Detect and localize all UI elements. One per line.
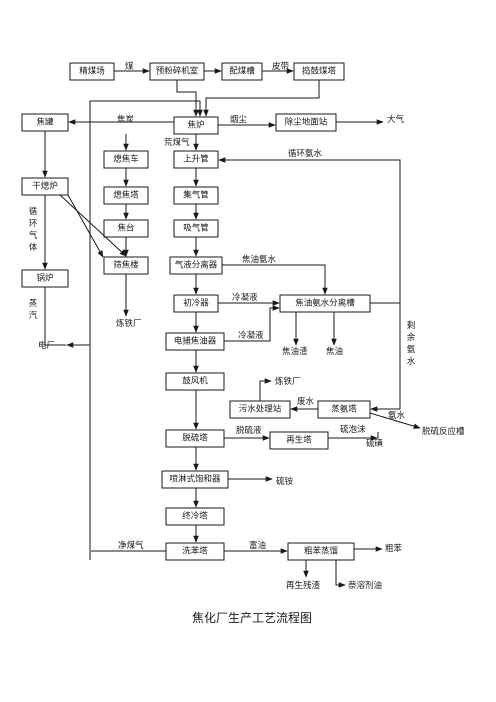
- label-huangmeiqi: 荒煤气: [164, 137, 190, 148]
- svg-text:洗苯塔: 洗苯塔: [182, 546, 208, 557]
- label-yanchen: 烟尘: [230, 114, 248, 125]
- node-jiaolu: 焦炉: [173, 116, 219, 135]
- label-lengningye2: 冷凝液: [238, 330, 264, 341]
- svg-text:气液分离器: 气液分离器: [175, 260, 218, 271]
- svg-text:鼓风机: 鼓风机: [182, 376, 208, 387]
- label-liuan: 硫铵: [276, 476, 294, 487]
- node-jingmeichang: 精煤场: [69, 62, 115, 81]
- label-daqi: 大气: [387, 114, 405, 125]
- node-jiaotai: 焦台: [103, 219, 149, 238]
- svg-text:干熄炉: 干熄炉: [32, 181, 58, 192]
- svg-text:污水处理站: 污水处理站: [239, 404, 282, 415]
- node-chuchen: 除尘地面站: [275, 113, 337, 132]
- node-guolu: 锅炉: [21, 269, 69, 288]
- node-penlin: 喷淋式饱和器: [161, 470, 229, 489]
- svg-text:喷淋式饱和器: 喷淋式饱和器: [169, 474, 221, 485]
- svg-text:焦罐: 焦罐: [36, 117, 54, 128]
- label-zheng: 蒸汽: [29, 298, 38, 321]
- node-jiqi: 集气管: [173, 186, 219, 205]
- svg-text:预粉碎机室: 预粉碎机室: [156, 66, 199, 77]
- svg-text:粗苯蒸馏: 粗苯蒸馏: [304, 546, 338, 557]
- node-ganxilu: 干熄炉: [21, 177, 69, 196]
- svg-text:再生塔: 再生塔: [286, 435, 312, 446]
- svg-text:焦炉: 焦炉: [187, 120, 204, 131]
- svg-text:上升管: 上升管: [183, 154, 209, 165]
- svg-text:蒸氨塔: 蒸氨塔: [331, 404, 357, 415]
- label-liantiechang1: 炼铁厂: [116, 318, 142, 329]
- label-dianchang: 电厂: [38, 340, 55, 351]
- svg-text:除尘地面站: 除尘地面站: [285, 117, 328, 128]
- svg-text:初冷器: 初冷器: [183, 298, 209, 309]
- node-wushui: 污水处理站: [229, 400, 291, 419]
- node-zhongleng: 终冷塔: [165, 507, 225, 526]
- node-shaijiaolou: 筛焦楼: [103, 256, 149, 275]
- svg-text:配煤槽: 配煤槽: [229, 66, 255, 77]
- label-rongji: 萘溶剂油: [348, 580, 382, 591]
- label-mei: 煤: [125, 61, 134, 72]
- svg-text:捣鼓煤塔: 捣鼓煤塔: [302, 66, 337, 77]
- label-cuben-out: 粗苯: [385, 543, 403, 554]
- label-canzha: 再生残渣: [286, 580, 321, 591]
- label-xunhuanqiti: 循环气体: [29, 206, 38, 253]
- node-jiaoguan: 焦罐: [21, 113, 69, 132]
- node-ximiche: 熄焦车: [103, 150, 149, 169]
- svg-text:电捕焦油器: 电捕焦油器: [174, 336, 217, 347]
- node-xiqi: 吸气管: [173, 219, 219, 238]
- diagram-title: 焦化厂生产工艺流程图: [192, 610, 312, 625]
- label-xunhuananshui: 循环氨水: [288, 148, 323, 159]
- label-liupaomo: 硫泡沫: [340, 424, 366, 435]
- node-zaisheng: 再生塔: [269, 431, 329, 450]
- node-qiyefenli: 气液分离器: [169, 256, 223, 275]
- node-cuben: 粗苯蒸馏: [287, 542, 355, 561]
- label-fuyou: 富油: [249, 540, 266, 551]
- label-pidai: 皮带: [272, 61, 290, 72]
- node-xijiaota: 熄焦塔: [103, 186, 149, 205]
- label-anshui: 氨水: [388, 410, 406, 421]
- svg-text:焦油氨水分离槽: 焦油氨水分离槽: [295, 298, 355, 309]
- svg-text:吸气管: 吸气管: [183, 223, 209, 234]
- svg-text:熄焦塔: 熄焦塔: [113, 190, 139, 201]
- node-daogu: 捣鼓煤塔: [293, 62, 345, 81]
- label-shengyuananshui: 剩余氨水: [407, 320, 416, 367]
- node-chuleng: 初冷器: [173, 294, 219, 313]
- node-tuoliu: 脱硫塔: [165, 429, 225, 448]
- svg-text:集气管: 集气管: [183, 190, 209, 201]
- label-jingmeiqi: 净煤气: [118, 540, 144, 551]
- svg-text:精煤场: 精煤场: [79, 66, 105, 77]
- svg-text:终冷塔: 终冷塔: [182, 511, 208, 522]
- label-jiaotan: 焦炭: [117, 114, 135, 125]
- node-jiaoyoufenli: 焦油氨水分离槽: [279, 294, 371, 313]
- label-jiaoyouanshui: 焦油氨水: [242, 254, 277, 265]
- node-gufengji: 鼓风机: [165, 372, 225, 391]
- label-liuhuang: 硫磺: [366, 438, 384, 449]
- label-jiaoyouzha: 焦油渣: [282, 346, 308, 357]
- label-tuoliuye: 脱硫液: [236, 425, 262, 436]
- node-zhengan: 蒸氨塔: [317, 400, 371, 419]
- svg-text:脱硫塔: 脱硫塔: [182, 433, 208, 444]
- svg-text:焦台: 焦台: [117, 223, 134, 234]
- node-dianbu: 电捕焦油器: [165, 332, 225, 351]
- svg-text:熄焦车: 熄焦车: [113, 154, 139, 165]
- label-liantiechang2: 炼铁厂: [275, 376, 301, 387]
- label-feishui: 废水: [297, 396, 315, 407]
- node-peimeicao: 配煤槽: [221, 62, 263, 81]
- label-jiaoyou: 焦油: [326, 346, 343, 357]
- node-shangsheng: 上升管: [173, 150, 219, 169]
- node-yufensuiji: 预粉碎机室: [149, 62, 205, 81]
- label-tuoliufanying: 脱硫反应槽: [422, 426, 465, 437]
- node-xiben: 洗苯塔: [165, 542, 225, 561]
- svg-text:筛焦楼: 筛焦楼: [113, 260, 139, 271]
- label-lengningye1: 冷凝液: [232, 292, 258, 303]
- svg-text:锅炉: 锅炉: [36, 273, 53, 284]
